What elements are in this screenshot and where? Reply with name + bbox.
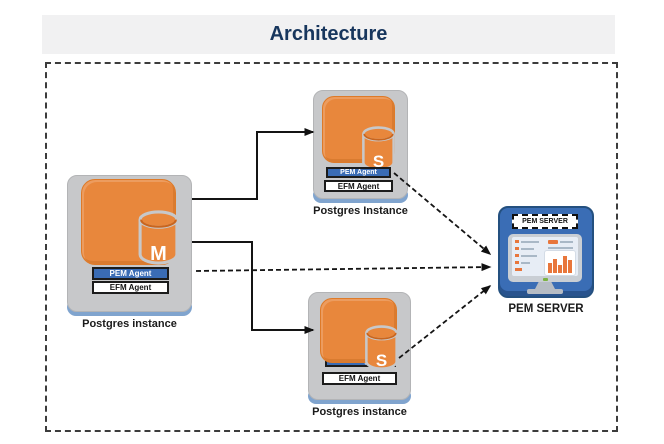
- efm-agent-badge: EFM Agent: [322, 372, 397, 385]
- efm-agent-badge: EFM Agent: [92, 281, 169, 294]
- dashboard-screen: [512, 237, 578, 276]
- monitor-icon: [508, 234, 582, 282]
- pem-server-node: PEM SERVER: [498, 206, 594, 315]
- node-caption: Postgres Instance: [313, 205, 408, 217]
- postgres-standby-top-node: S PEM Agent EFM Agent Postgres Instance: [313, 90, 408, 217]
- node-caption: PEM SERVER: [508, 303, 584, 315]
- node-caption: Postgres instance: [82, 318, 177, 330]
- pem-agent-badge: PEM Agent: [326, 167, 391, 178]
- monitor-stand-base: [527, 289, 563, 294]
- database-cylinder-icon: S: [360, 126, 397, 172]
- diagram-boundary: [45, 62, 618, 432]
- database-cylinder-icon: S: [363, 325, 400, 371]
- bar-chart-icon: [545, 251, 575, 275]
- postgres-standby-bottom-node: PEM Agent EFM Agent S Postgres instance: [308, 292, 411, 418]
- pem-agent-badge: PEM Agent: [92, 267, 169, 280]
- monitor-stand: [535, 282, 555, 289]
- pem-server-badge: PEM SERVER: [512, 214, 578, 229]
- db-role-letter: S: [372, 152, 385, 171]
- db-role-letter: S: [375, 351, 388, 370]
- diagram-title: Architecture: [42, 15, 615, 54]
- database-cylinder-icon: M: [136, 210, 181, 266]
- power-led-icon: [543, 278, 548, 281]
- postgres-master-node: M PEM Agent EFM Agent Postgres instance: [67, 175, 192, 330]
- node-caption: Postgres instance: [312, 406, 407, 418]
- db-role-letter: M: [150, 243, 167, 265]
- efm-agent-badge: EFM Agent: [324, 180, 393, 192]
